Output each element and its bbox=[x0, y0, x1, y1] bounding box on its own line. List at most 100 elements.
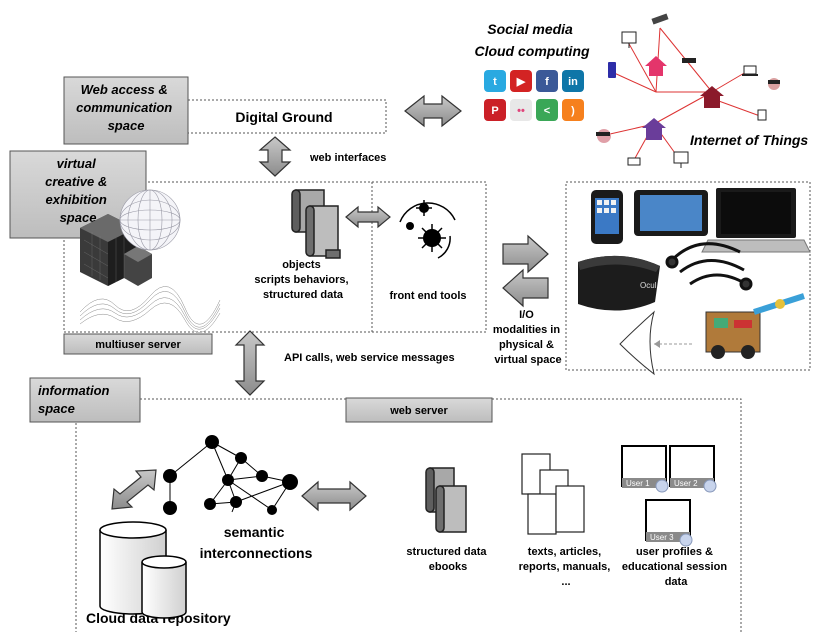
cloud-data-repository-icon bbox=[99, 521, 187, 619]
iot-phone-icon bbox=[608, 62, 616, 78]
iot-device-icon bbox=[757, 109, 767, 121]
user-profile-3: User 3 bbox=[645, 499, 693, 547]
multiuser-server-box bbox=[63, 333, 213, 355]
information-label-1: information bbox=[38, 383, 110, 398]
structured-label-1: structured data bbox=[406, 546, 487, 558]
svg-text:virtual creative & exh: virtual creative & exhibition space bbox=[45, 156, 111, 225]
texts-label-3: ... bbox=[561, 576, 570, 588]
objects-scroll-icon bbox=[291, 189, 341, 259]
digital-ground-label: Digital Ground bbox=[235, 109, 332, 125]
iot-device-icon bbox=[627, 157, 641, 166]
semantic-label-1: semantic bbox=[224, 524, 285, 540]
iot-network bbox=[596, 13, 780, 168]
front-end-tools-label: front end tools bbox=[390, 290, 467, 302]
svg-text:): ) bbox=[571, 105, 575, 117]
digital-ground-social-arrow bbox=[404, 94, 462, 128]
virtual-space-label-box bbox=[9, 150, 147, 239]
svg-text:Social media Cloud computi: Social media Cloud computing bbox=[474, 21, 590, 59]
iot-monitor-icon bbox=[673, 151, 689, 168]
iot-person-icon bbox=[596, 129, 611, 143]
vr-headset-device: Ocul bbox=[578, 255, 660, 311]
voxel-cubes-illustration bbox=[80, 214, 152, 286]
objects-label-3: structured data bbox=[263, 289, 344, 301]
svg-text:<: < bbox=[544, 105, 550, 117]
social-icons: t ▶ f inP •• <) bbox=[484, 70, 584, 121]
svg-text:Web access & communication: Web access & communication space bbox=[76, 82, 176, 133]
information-space-box bbox=[75, 398, 742, 632]
iot-home-icon bbox=[642, 118, 666, 140]
eeg-headset-device bbox=[665, 242, 753, 291]
io-label-4: virtual space bbox=[494, 354, 561, 366]
virtual-label-2: creative & bbox=[45, 174, 107, 189]
svg-text:••: •• bbox=[517, 105, 525, 117]
svg-text:Ocul: Ocul bbox=[640, 281, 657, 290]
projection-cone-icon bbox=[619, 310, 694, 376]
iot-home-icon bbox=[700, 86, 724, 108]
api-calls-label: API calls, web service messages bbox=[284, 352, 455, 364]
structured-data-scroll-icon bbox=[425, 467, 467, 533]
information-label-2: space bbox=[38, 401, 75, 416]
virtual-label-4: space bbox=[60, 210, 97, 225]
social-title-2: Cloud computing bbox=[474, 43, 590, 59]
semantic-network-graph bbox=[163, 435, 298, 515]
iot-home-icon bbox=[645, 56, 667, 76]
profiles-label-1: user profiles & bbox=[636, 546, 713, 558]
document-stack-icon bbox=[521, 453, 585, 535]
pinterest-icon: P bbox=[484, 99, 506, 121]
user-profile-2: User 2 bbox=[669, 445, 717, 493]
texts-label-1: texts, articles, bbox=[528, 546, 601, 558]
robot-kit-device bbox=[705, 293, 805, 359]
objects-label-1: objects bbox=[282, 259, 321, 271]
io-label-3: physical & bbox=[499, 339, 554, 351]
repo-network-arrow bbox=[111, 469, 157, 510]
user-2-label: User 2 bbox=[674, 479, 698, 488]
io-label-2: modalities in bbox=[493, 324, 561, 336]
smartphone-device bbox=[591, 190, 623, 244]
virtual-label-3: exhibition bbox=[45, 192, 106, 207]
iot-camera-icon bbox=[651, 13, 669, 25]
iot-label: Internet of Things bbox=[690, 132, 808, 148]
virtual-label-1: virtual bbox=[57, 156, 96, 171]
profiles-label-2: educational session bbox=[622, 561, 727, 573]
svg-text:▶: ▶ bbox=[516, 76, 526, 88]
iot-device-icon bbox=[682, 58, 696, 63]
io-left-arrow bbox=[502, 268, 549, 308]
svg-text:P: P bbox=[491, 105, 498, 117]
svg-text:f: f bbox=[545, 76, 549, 88]
laptop-device bbox=[701, 188, 811, 253]
iot-monitor-icon bbox=[621, 31, 637, 48]
web-server-label: web server bbox=[389, 405, 448, 417]
semantic-label-2: interconnections bbox=[200, 545, 313, 561]
io-right-arrow bbox=[502, 234, 549, 274]
user-profile-1: User 1 bbox=[621, 445, 669, 493]
web-access-label-1: Web access & bbox=[81, 82, 168, 97]
information-space-label-box bbox=[29, 377, 141, 423]
multiuser-server-label: multiuser server bbox=[95, 339, 181, 351]
svg-text:structured data ebooks: structured data ebooks bbox=[406, 546, 489, 573]
waveform-surface-illustration bbox=[79, 286, 221, 333]
web-interfaces-label: web interfaces bbox=[309, 152, 386, 164]
virtual-space-box bbox=[63, 181, 487, 333]
structured-label-2: ebooks bbox=[429, 561, 468, 573]
wireframe-sphere-illustration bbox=[119, 189, 181, 251]
front-end-tools-icon bbox=[399, 200, 456, 259]
flickr-icon: •• bbox=[510, 99, 532, 121]
io-devices-box bbox=[565, 181, 811, 371]
twitter-icon: t bbox=[484, 70, 506, 92]
tablet-device bbox=[634, 190, 708, 236]
svg-text:t: t bbox=[493, 76, 497, 88]
iot-person-icon bbox=[768, 78, 780, 90]
youtube-icon: ▶ bbox=[510, 70, 532, 92]
texts-label-2: reports, manuals, bbox=[519, 561, 611, 573]
io-label-1: I/O bbox=[519, 309, 534, 321]
user-3-label: User 3 bbox=[650, 533, 674, 542]
linkedin-icon: in bbox=[562, 70, 584, 92]
svg-text:user profiles & educationa: user profiles & educational session data bbox=[622, 546, 730, 588]
api-calls-arrow bbox=[234, 330, 266, 396]
objects-label-2: scripts behaviors, bbox=[254, 274, 348, 286]
objects-tools-arrow bbox=[345, 205, 391, 229]
svg-text:semantic interconnections: semantic interconnections bbox=[200, 524, 313, 561]
user-1-label: User 1 bbox=[626, 479, 650, 488]
profiles-label-3: data bbox=[665, 576, 689, 588]
